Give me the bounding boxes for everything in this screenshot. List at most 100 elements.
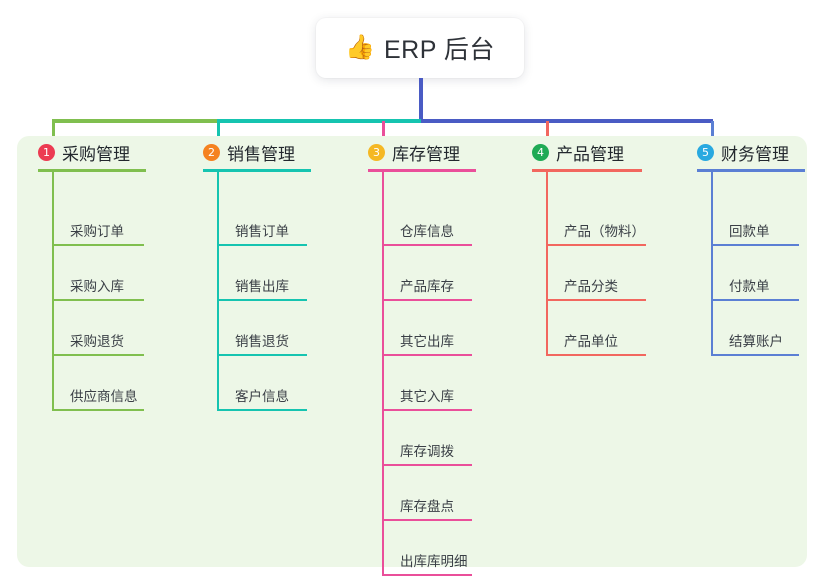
branch-item-rule xyxy=(382,354,472,356)
branch-item[interactable]: 采购订单 xyxy=(52,200,144,246)
branch-item-label: 其它入库 xyxy=(400,389,454,404)
branch-stub-2 xyxy=(217,121,220,140)
branch-item-rule xyxy=(546,354,646,356)
branch-item-rule xyxy=(52,409,144,411)
branch-item-rule xyxy=(52,354,144,356)
branch-header-1[interactable]: 1 采购管理 xyxy=(38,140,130,165)
branch-spine xyxy=(52,172,54,411)
branch-item[interactable]: 采购退货 xyxy=(52,310,144,356)
branches-panel: 1 采购管理采购订单采购入库采购退货供应商信息 2 销售管理销售订单销售出库销售退货客… xyxy=(17,136,807,576)
branch-item-label: 客户信息 xyxy=(235,389,289,404)
branch-item-rule xyxy=(217,354,307,356)
branch-item-rule xyxy=(711,244,799,246)
branch-item[interactable]: 产品单位 xyxy=(546,310,646,356)
branch-item-label: 付款单 xyxy=(729,279,770,294)
branch-item-label: 采购退货 xyxy=(70,334,124,349)
branch-item[interactable]: 采购入库 xyxy=(52,255,144,301)
branch-number-badge: 5 xyxy=(697,144,714,161)
branch-item-rule xyxy=(382,409,472,411)
bus-segment-2 xyxy=(217,119,421,123)
branch-item-rule xyxy=(546,244,646,246)
branch-item[interactable]: 产品库存 xyxy=(382,255,472,301)
branch-item[interactable]: 其它入库 xyxy=(382,365,472,411)
branch-title: 财务管理 xyxy=(721,145,789,164)
branch-spine xyxy=(711,172,713,356)
branch-item-label: 销售出库 xyxy=(235,279,289,294)
branch-item-label: 其它出库 xyxy=(400,334,454,349)
branch-number-badge: 1 xyxy=(38,144,55,161)
root-drop-connector xyxy=(419,78,423,121)
branch-item[interactable]: 回款单 xyxy=(711,200,799,246)
branch-header-rule xyxy=(203,169,311,172)
branch-header-5[interactable]: 5 财务管理 xyxy=(697,140,789,165)
branch-title: 产品管理 xyxy=(556,145,624,164)
branch-title: 采购管理 xyxy=(62,145,130,164)
branch-item-rule xyxy=(217,299,307,301)
branch-item-rule xyxy=(382,519,472,521)
branch-stub-5 xyxy=(711,121,714,140)
branch-item[interactable]: 仓库信息 xyxy=(382,200,472,246)
branch-item-label: 产品分类 xyxy=(564,279,618,294)
branch-title: 销售管理 xyxy=(227,145,295,164)
branch-header-rule xyxy=(532,169,642,172)
branch-number-badge: 3 xyxy=(368,144,385,161)
root-node-label: ERP 后台 xyxy=(383,36,495,64)
branch-item-rule xyxy=(711,354,799,356)
branch-item-label: 产品单位 xyxy=(564,334,618,349)
branch-item[interactable]: 库存调拨 xyxy=(382,420,472,466)
bus-segment-3 xyxy=(421,119,713,123)
branch-spine xyxy=(217,172,219,411)
branch-item-rule xyxy=(52,299,144,301)
branch-item-label: 销售退货 xyxy=(235,334,289,349)
thumbs-up-icon: 👍 xyxy=(345,34,375,61)
branch-item-rule xyxy=(382,299,472,301)
branch-header-rule xyxy=(697,169,805,172)
branch-item[interactable]: 出库库明细 xyxy=(382,530,472,576)
branch-header-rule xyxy=(38,169,146,172)
branch-item[interactable]: 产品（物料） xyxy=(546,200,646,246)
branch-item-label: 仓库信息 xyxy=(400,224,454,239)
branch-item-label: 库存调拨 xyxy=(400,444,454,459)
bus-segment-1 xyxy=(52,119,217,123)
branch-item-rule xyxy=(382,464,472,466)
branch-item-label: 产品（物料） xyxy=(564,224,645,239)
branch-item-label: 销售订单 xyxy=(235,224,289,239)
branch-item-rule xyxy=(711,299,799,301)
branch-item[interactable]: 付款单 xyxy=(711,255,799,301)
branch-item-rule xyxy=(217,409,307,411)
branch-stub-3 xyxy=(382,121,385,140)
branch-spine xyxy=(546,172,548,356)
branch-item[interactable]: 销售订单 xyxy=(217,200,307,246)
branch-item-label: 采购入库 xyxy=(70,279,124,294)
branch-item[interactable]: 其它出库 xyxy=(382,310,472,356)
branch-header-4[interactable]: 4 产品管理 xyxy=(532,140,624,165)
branch-stub-1 xyxy=(52,121,55,140)
branch-item[interactable]: 客户信息 xyxy=(217,365,307,411)
branch-stub-4 xyxy=(546,121,549,140)
branch-item-rule xyxy=(52,244,144,246)
branch-number-badge: 2 xyxy=(203,144,220,161)
branch-item-rule xyxy=(217,244,307,246)
branch-header-2[interactable]: 2 销售管理 xyxy=(203,140,295,165)
branch-item-label: 采购订单 xyxy=(70,224,124,239)
branch-number-badge: 4 xyxy=(532,144,549,161)
branch-item[interactable]: 结算账户 xyxy=(711,310,799,356)
root-node[interactable]: 👍 ERP 后台 xyxy=(316,18,524,78)
branch-item[interactable]: 销售退货 xyxy=(217,310,307,356)
branch-item[interactable]: 库存盘点 xyxy=(382,475,472,521)
branch-item-label: 库存盘点 xyxy=(400,499,454,514)
branch-item-label: 结算账户 xyxy=(729,334,783,349)
branch-spine xyxy=(382,172,384,576)
branch-item-label: 供应商信息 xyxy=(70,389,138,404)
branch-item-label: 出库库明细 xyxy=(400,554,468,569)
branch-item[interactable]: 销售出库 xyxy=(217,255,307,301)
branch-item-rule xyxy=(382,244,472,246)
branch-item[interactable]: 供应商信息 xyxy=(52,365,144,411)
branch-header-rule xyxy=(368,169,476,172)
branch-item-label: 产品库存 xyxy=(400,279,454,294)
branch-item-rule xyxy=(382,574,472,576)
branch-item-label: 回款单 xyxy=(729,224,770,239)
branch-item[interactable]: 产品分类 xyxy=(546,255,646,301)
